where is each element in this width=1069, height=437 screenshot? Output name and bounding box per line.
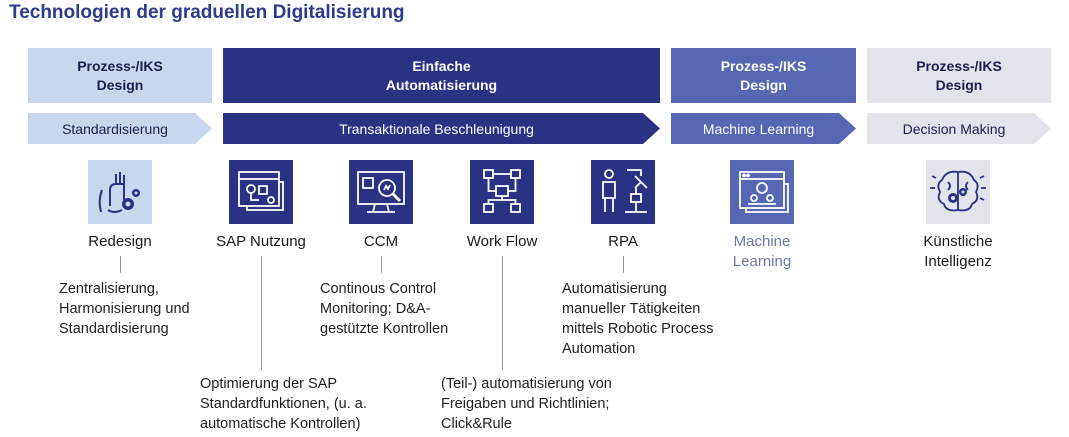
label-machine-learning: Machine Learning [732, 233, 792, 270]
connector-sap-nutzung [261, 256, 262, 370]
monitor-magnifier-icon [349, 160, 413, 224]
page-title: Technologien der graduellen Digitalisier… [9, 2, 405, 23]
label-kuenstliche-intelligenz: Künstliche Intelligenz [923, 233, 993, 270]
phase-header-process-design-2: Prozess-/IKS Design [671, 48, 856, 103]
software-window-icon [229, 160, 293, 224]
label-redesign: Redesign [88, 233, 152, 250]
connector-work-flow [502, 256, 503, 370]
description-ccm: Continous Control Monitoring; D&A- gestü… [320, 281, 449, 337]
phase-header-process-design-1: Prozess-/IKS Design [28, 48, 212, 103]
machine-learning-icon [730, 160, 794, 224]
arrow-decision-making: Decision Making [867, 113, 1051, 144]
workflow-diagram-icon [470, 160, 534, 224]
label-work-flow: Work Flow [466, 233, 538, 250]
label-sap-nutzung: SAP Nutzung [216, 233, 306, 250]
arrow-machine-learning: Machine Learning [671, 113, 856, 144]
connector-ccm [381, 256, 382, 273]
description-redesign: Zentralisierung, Harmonisierung und Stan… [59, 281, 190, 337]
hand-gears-icon [88, 160, 152, 224]
label-rpa: RPA [608, 233, 638, 250]
brain-gear-icon [926, 160, 990, 224]
connector-redesign [120, 256, 121, 273]
phase-header-simple-automation: Einfache Automatisierung [223, 48, 660, 103]
robot-arm-icon [591, 160, 655, 224]
connector-rpa [623, 256, 624, 273]
arrow-transaktionale-beschleunigung: Transaktionale Beschleunigung [223, 113, 660, 144]
description-rpa: Automatisierung manueller Tätigkeiten mi… [562, 281, 714, 357]
phase-header-process-design-3: Prozess-/IKS Design [867, 48, 1051, 103]
arrow-standardisierung: Standardisierung [28, 113, 212, 144]
description-work-flow: (Teil-) automatisierung von Freigaben un… [441, 376, 612, 432]
description-sap-nutzung: Optimierung der SAP Standardfunktionen, … [200, 376, 367, 432]
label-ccm: CCM [363, 233, 399, 250]
